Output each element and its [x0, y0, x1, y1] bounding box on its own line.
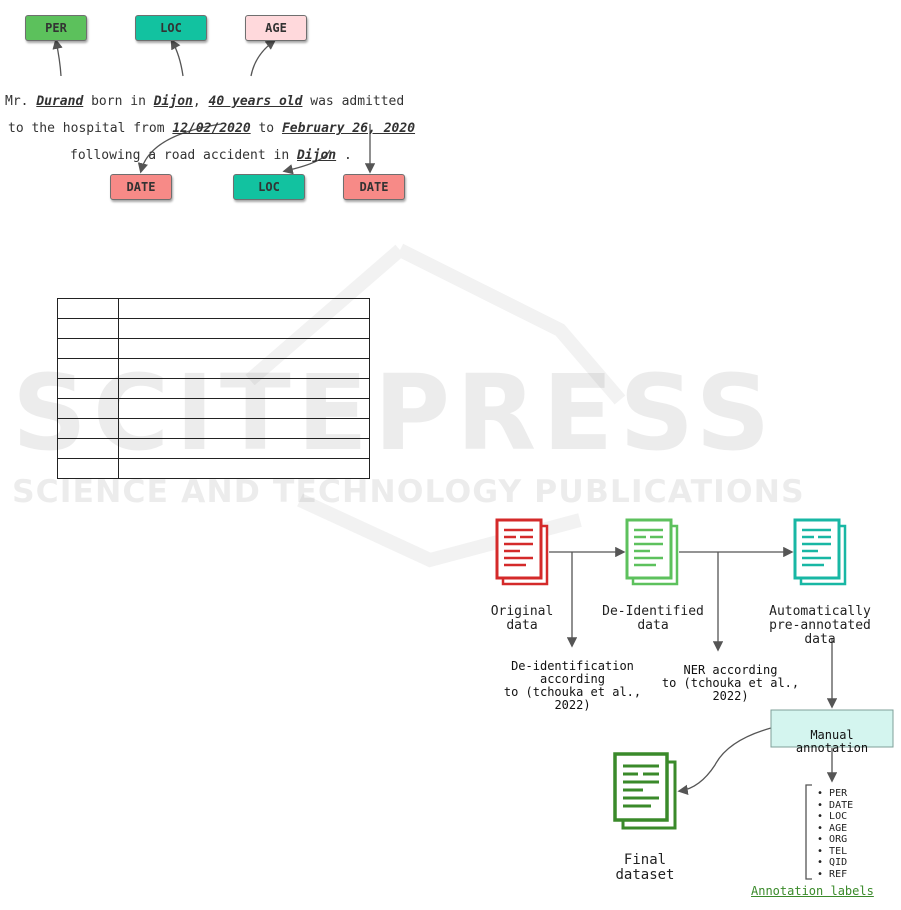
table-row [57, 378, 370, 399]
list-item: DATE [817, 800, 853, 812]
table-row [57, 318, 370, 339]
tag-loc-top: LOC [135, 15, 207, 41]
tag-age: AGE [245, 15, 307, 41]
list-item: LOC [817, 811, 853, 823]
annotation-labels-list: PER DATE LOC AGE ORG TEL QID REF [817, 788, 853, 880]
arrow-manual-to-final [677, 727, 772, 795]
entity-durand: Durand [36, 94, 84, 109]
tag-loc-bottom: LOC [233, 174, 305, 200]
watermark-subtitle: SCIENCE AND TECHNOLOGY PUBLICATIONS [12, 474, 805, 510]
table-row [57, 338, 370, 359]
entity-dijon-2: Dijon [296, 148, 337, 163]
sentence-line-3: following a road accident in Dijon . [70, 148, 352, 163]
list-item: AGE [817, 823, 853, 835]
empty-table [57, 298, 370, 479]
list-item: TEL [817, 846, 853, 858]
arrow-loc-top [170, 38, 184, 77]
arrow-age [250, 39, 277, 77]
entity-age: 40 years old [208, 94, 303, 109]
original-document-icon [495, 518, 549, 586]
entity-date-2: February 26, 2020 [281, 121, 416, 136]
arrow-per [52, 38, 63, 77]
table-row [57, 458, 370, 479]
tag-date-2: DATE [343, 174, 405, 200]
table-row [57, 358, 370, 379]
list-item: PER [817, 788, 853, 800]
table-row [57, 298, 370, 319]
entity-date-1: 12/02/2020 [172, 121, 251, 136]
automatic-document-icon [793, 518, 847, 586]
list-item: ORG [817, 834, 853, 846]
entity-dijon-1: Dijon [153, 94, 193, 109]
arrow-date1 [137, 123, 222, 174]
sentence-line-2: to the hospital from 12/02/2020 to Febru… [8, 121, 416, 136]
manual-annotation-box [770, 709, 894, 748]
sentence-line-1: Mr. Durand born in Dijon, 40 years old w… [5, 94, 405, 109]
arrow-loc-bottom [282, 149, 331, 175]
list-item: REF [817, 869, 853, 881]
final-document-icon [613, 752, 677, 830]
tag-per: PER [25, 15, 87, 41]
tag-date-1: DATE [110, 174, 172, 200]
annotation-labels-caption: Annotation labels [751, 884, 874, 898]
deidentified-document-icon [625, 518, 679, 586]
list-item: QID [817, 857, 853, 869]
labels-bracket [805, 784, 812, 880]
